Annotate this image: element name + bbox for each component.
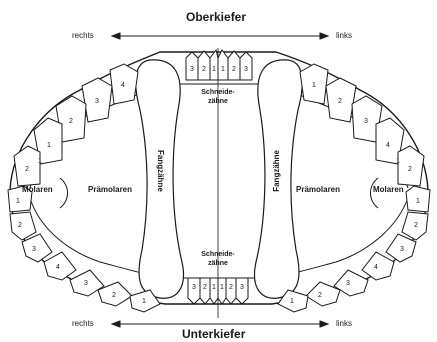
upper-incisor-number: 3 <box>190 66 194 73</box>
upper-incisor-number: 1 <box>221 66 225 73</box>
lower-right-premolar-number: 2 <box>112 292 116 299</box>
upper-incisors-label: Schneide- zähne <box>196 88 240 106</box>
upper-left-premolar-number: 1 <box>312 82 316 89</box>
upper-left-premolar-number: 2 <box>338 98 342 105</box>
lower-right-premolar-number: 4 <box>56 264 60 271</box>
lower-incisors-label: Schneide- zähne <box>196 250 240 268</box>
right-canine-label: Fangzähne <box>156 150 165 192</box>
lower-left-premolar-number: 1 <box>290 298 294 305</box>
upper-left-premolar-number: 3 <box>364 118 368 125</box>
right-premolars-label: Prämolaren <box>88 185 132 194</box>
lower-incisor-number: 1 <box>212 284 216 291</box>
lower-left-molar-number: 2 <box>414 222 418 229</box>
lower-incisor-number: 1 <box>220 284 224 291</box>
upper-incisor-number: 3 <box>244 66 248 73</box>
lower-incisor-number: 2 <box>229 284 233 291</box>
lower-right-molar-number: 3 <box>32 246 36 253</box>
upper-left-molar-number: 1 <box>396 158 400 165</box>
top-direction-arrow <box>112 33 328 39</box>
lower-incisor-number: 3 <box>192 284 196 291</box>
lower-left-molar-number: 1 <box>416 198 420 205</box>
lower-right-teeth <box>10 212 160 312</box>
lower-right-molar-number: 2 <box>18 222 22 229</box>
upper-right-molar-number: 2 <box>25 166 29 173</box>
lower-left-premolar-number: 3 <box>346 280 350 287</box>
upper-right-premolar-number: 4 <box>121 82 125 89</box>
right-molars-label: Molaren <box>22 185 53 194</box>
upper-right-premolar-number: 1 <box>47 142 51 149</box>
upper-left-molar-number: 2 <box>408 166 412 173</box>
upper-incisor-number: 1 <box>212 66 216 73</box>
top-left-direction-label: links <box>336 31 352 40</box>
left-premolars-label: Prämolaren <box>296 185 340 194</box>
upper-right-premolar-number: 2 <box>69 118 73 125</box>
left-canine-label: Fangzähne <box>272 150 281 192</box>
lower-right-premolar-number: 1 <box>142 298 146 305</box>
upper-incisor-number: 2 <box>232 66 236 73</box>
upper-jaw-title: Oberkiefer <box>186 10 246 24</box>
lower-left-premolar-number: 2 <box>318 292 322 299</box>
top-right-direction-label: rechts <box>72 31 94 40</box>
upper-right-molar-number: 1 <box>38 158 42 165</box>
lower-incisor-number: 3 <box>240 284 244 291</box>
lower-incisor-number: 2 <box>203 284 207 291</box>
upper-left-premolar-number: 4 <box>386 142 390 149</box>
bottom-right-direction-label: rechts <box>72 319 94 328</box>
lower-left-premolar-number: 4 <box>374 264 378 271</box>
lower-right-molar-number: 1 <box>16 198 20 205</box>
left-molars-label: Molaren <box>373 185 404 194</box>
lower-jaw-title: Unterkiefer <box>182 327 245 341</box>
lower-left-teeth <box>278 212 428 312</box>
bottom-left-direction-label: links <box>336 319 352 328</box>
lower-right-premolar-number: 3 <box>84 280 88 287</box>
upper-incisor-number: 2 <box>202 66 206 73</box>
upper-incisors <box>186 50 252 80</box>
right-molar-boundary <box>60 178 68 208</box>
upper-right-premolar-number: 3 <box>95 98 99 105</box>
lower-left-molar-number: 3 <box>400 246 404 253</box>
